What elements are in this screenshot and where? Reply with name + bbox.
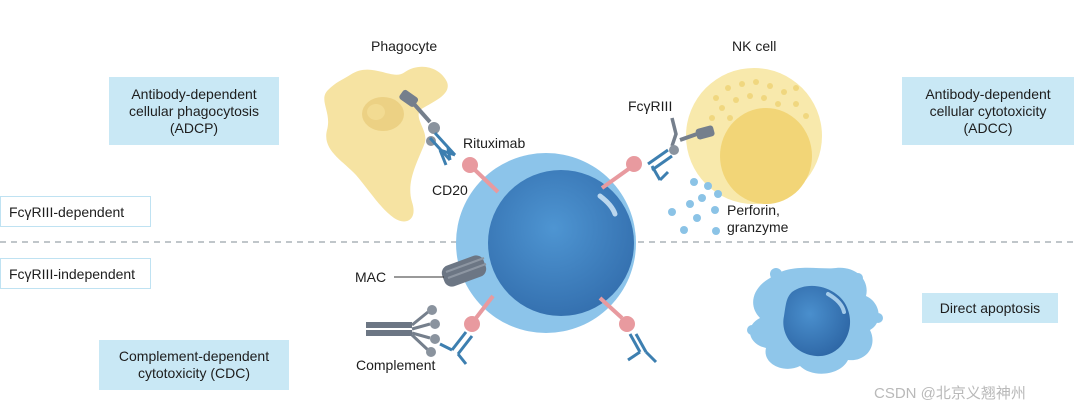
apoptosis-box: Direct apoptosis [922, 293, 1058, 323]
free-antibody [627, 333, 658, 364]
nk-fcgriii-receptor [669, 117, 715, 155]
perforin-granules [668, 178, 722, 235]
b-cell [456, 153, 636, 333]
fcgriii-dependent-tag: FcγRIII-dependent [0, 196, 151, 227]
fcgriii-independent-tag: FcγRIII-independent [0, 258, 151, 289]
watermark: CSDN @北京义翘神州 [874, 385, 1026, 402]
nk-cell [686, 68, 822, 204]
cdc-box: Complement-dependent cytotoxicity (CDC) [99, 340, 289, 390]
fcgriii-label: FcγRIII [628, 98, 673, 114]
rituximab-label: Rituximab [463, 135, 526, 151]
adcp-box: Antibody-dependent cellular phagocytosis… [109, 77, 279, 145]
apoptotic-cell [747, 267, 883, 374]
rituximab-antibody [428, 131, 457, 166]
complement-c1q [366, 305, 440, 357]
cdc-antibody [439, 331, 474, 365]
mac-label: MAC [355, 269, 387, 285]
perforin-label: Perforin, granzyme [727, 202, 789, 235]
cd20-molecules [462, 156, 642, 332]
mac-complex [441, 255, 487, 287]
cd20-label: CD20 [432, 182, 468, 198]
phagocyte-label: Phagocyte [371, 38, 438, 54]
adcc-box: Antibody-dependent cellular cytotoxicity… [902, 77, 1074, 145]
nk-cell-label: NK cell [732, 38, 777, 54]
complement-label: Complement [356, 357, 436, 373]
nk-antibody [647, 148, 673, 182]
